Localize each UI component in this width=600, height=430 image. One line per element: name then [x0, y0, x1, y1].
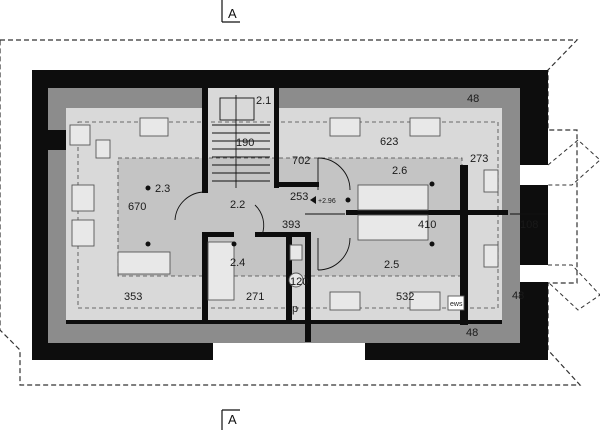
dim-p: p [292, 303, 298, 315]
chimney-icon [48, 130, 66, 150]
bed-icon [357, 214, 429, 241]
dim-271: 271 [246, 291, 264, 303]
dim-353: 353 [124, 291, 142, 303]
section-mark-bottom: A [228, 412, 237, 427]
door-swings [174, 157, 351, 271]
bed-icon [357, 184, 429, 211]
sink-icon [483, 169, 499, 193]
dim-410: 410 [418, 219, 436, 231]
room-label-2-1: 2.1 [256, 95, 271, 107]
toilet-icon [288, 272, 304, 288]
dim-48-top: 48 [467, 93, 479, 105]
wardrobe-icon [139, 117, 169, 137]
section-mark-top: A [228, 6, 237, 21]
interior-floor [48, 88, 520, 343]
dim-702: 702 [292, 155, 310, 167]
dim-623: 623 [380, 136, 398, 148]
dim-253: 253 [290, 191, 308, 203]
bed-icon [117, 251, 171, 275]
room-label-2-2: 2.2 [230, 199, 245, 211]
furniture [69, 117, 499, 311]
sink-icon [483, 244, 499, 268]
room-label-2-5: 2.5 [384, 259, 399, 271]
wardrobe-icon [71, 219, 95, 247]
stair-icon [212, 95, 270, 188]
interior-walls [66, 88, 508, 342]
room-label-2-3: 2.3 [155, 183, 170, 195]
dim-273: 273 [470, 153, 488, 165]
dim-393: 393 [282, 219, 300, 231]
dim-670: 670 [128, 201, 146, 213]
ews-label: ews [450, 301, 463, 308]
level-marker-icon [310, 196, 316, 204]
wardrobe-icon [329, 291, 361, 311]
light-points [145, 181, 435, 247]
dim-532: 532 [396, 291, 414, 303]
section-arrow-icon [221, 0, 240, 430]
dim-108: 108 [520, 219, 538, 231]
sink-icon [289, 244, 303, 261]
dim-48-bottom: 48 [466, 327, 478, 339]
dim-190: 190 [236, 137, 254, 149]
wardrobe-icon [409, 117, 441, 137]
room-label-2-4: 2.4 [230, 257, 245, 269]
dim-120: 120 [290, 276, 308, 288]
wardrobe-icon [409, 291, 441, 311]
wardrobe-icon [71, 184, 95, 212]
dim-48-right: 48 [512, 290, 524, 302]
wardrobe-icon [329, 117, 361, 137]
level-mark: +2.96 [318, 198, 336, 205]
bathtub-icon [207, 241, 235, 301]
room-label-2-6: 2.6 [392, 165, 407, 177]
